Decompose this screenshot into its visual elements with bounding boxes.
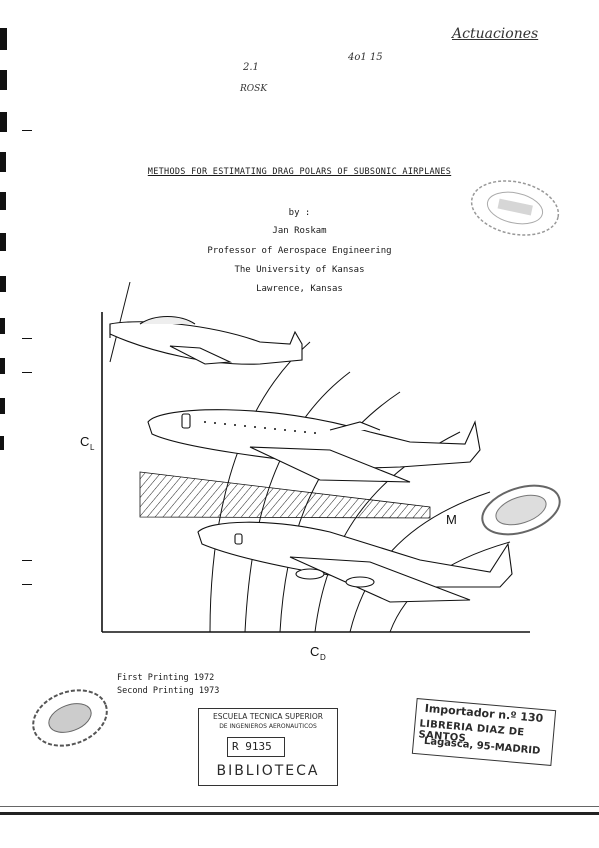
author-position: Professor of Aerospace Engineering (207, 246, 392, 256)
library-stamp-number: R 9135 (232, 740, 272, 753)
scan-bottom-edge-thin (0, 806, 599, 807)
library-stamp-label: BIBLIOTECA (216, 763, 320, 779)
library-stamp-number-box: R 9135 (227, 737, 285, 757)
author-institution: The University of Kansas (234, 265, 365, 275)
library-seal-top-right (470, 180, 560, 236)
library-stamp: ESCUELA TECNICA SUPERIOR DE INGENIEROS A… (198, 708, 338, 786)
fighter-plane-drawing (109, 315, 303, 365)
library-stamp-line2: DE INGENIEROS AERONAUTICOS (219, 723, 317, 730)
library-seal-right (481, 484, 561, 536)
x-axis-label: C (310, 644, 319, 659)
polar-curve-2 (244, 371, 351, 633)
y-axis-label: C (80, 434, 89, 449)
author-location: Lawrence, Kansas (256, 284, 343, 294)
jumbo-airliner-drawing (197, 521, 513, 603)
mach-hatched-band (139, 471, 431, 519)
byline-by: by : (288, 208, 311, 218)
trijet-airliner-drawing (147, 409, 481, 483)
handwritten-number-left: 2.1 (243, 62, 259, 73)
y-axis-subscript: L (90, 443, 95, 452)
mach-label: M (446, 512, 457, 527)
drag-polar-figure: C L C D M (80, 282, 530, 662)
handwritten-note-actuaciones: Actuaciones (452, 26, 539, 42)
scan-bottom-edge (0, 812, 599, 815)
second-printing: Second Printing 1973 (117, 686, 220, 696)
polar-curve-1 (209, 341, 311, 633)
library-seal-bottom-left (32, 689, 108, 747)
first-printing: First Printing 1972 (117, 673, 215, 683)
author-name: Jan Roskam (272, 226, 327, 236)
library-stamp-line1: ESCUELA TECNICA SUPERIOR (212, 712, 323, 721)
handwritten-code-left: ROSK (240, 84, 268, 94)
document-title: METHODS FOR ESTIMATING DRAG POLARS OF SU… (0, 167, 599, 177)
x-axis-subscript: D (320, 653, 326, 662)
bookseller-stamp: Importador n.º 130 LIBRERIA DIAZ DE SANT… (411, 698, 557, 766)
handwritten-number-mid: 4o1 15 (348, 52, 383, 63)
document-title-text: METHODS FOR ESTIMATING DRAG POLARS OF SU… (147, 167, 452, 177)
